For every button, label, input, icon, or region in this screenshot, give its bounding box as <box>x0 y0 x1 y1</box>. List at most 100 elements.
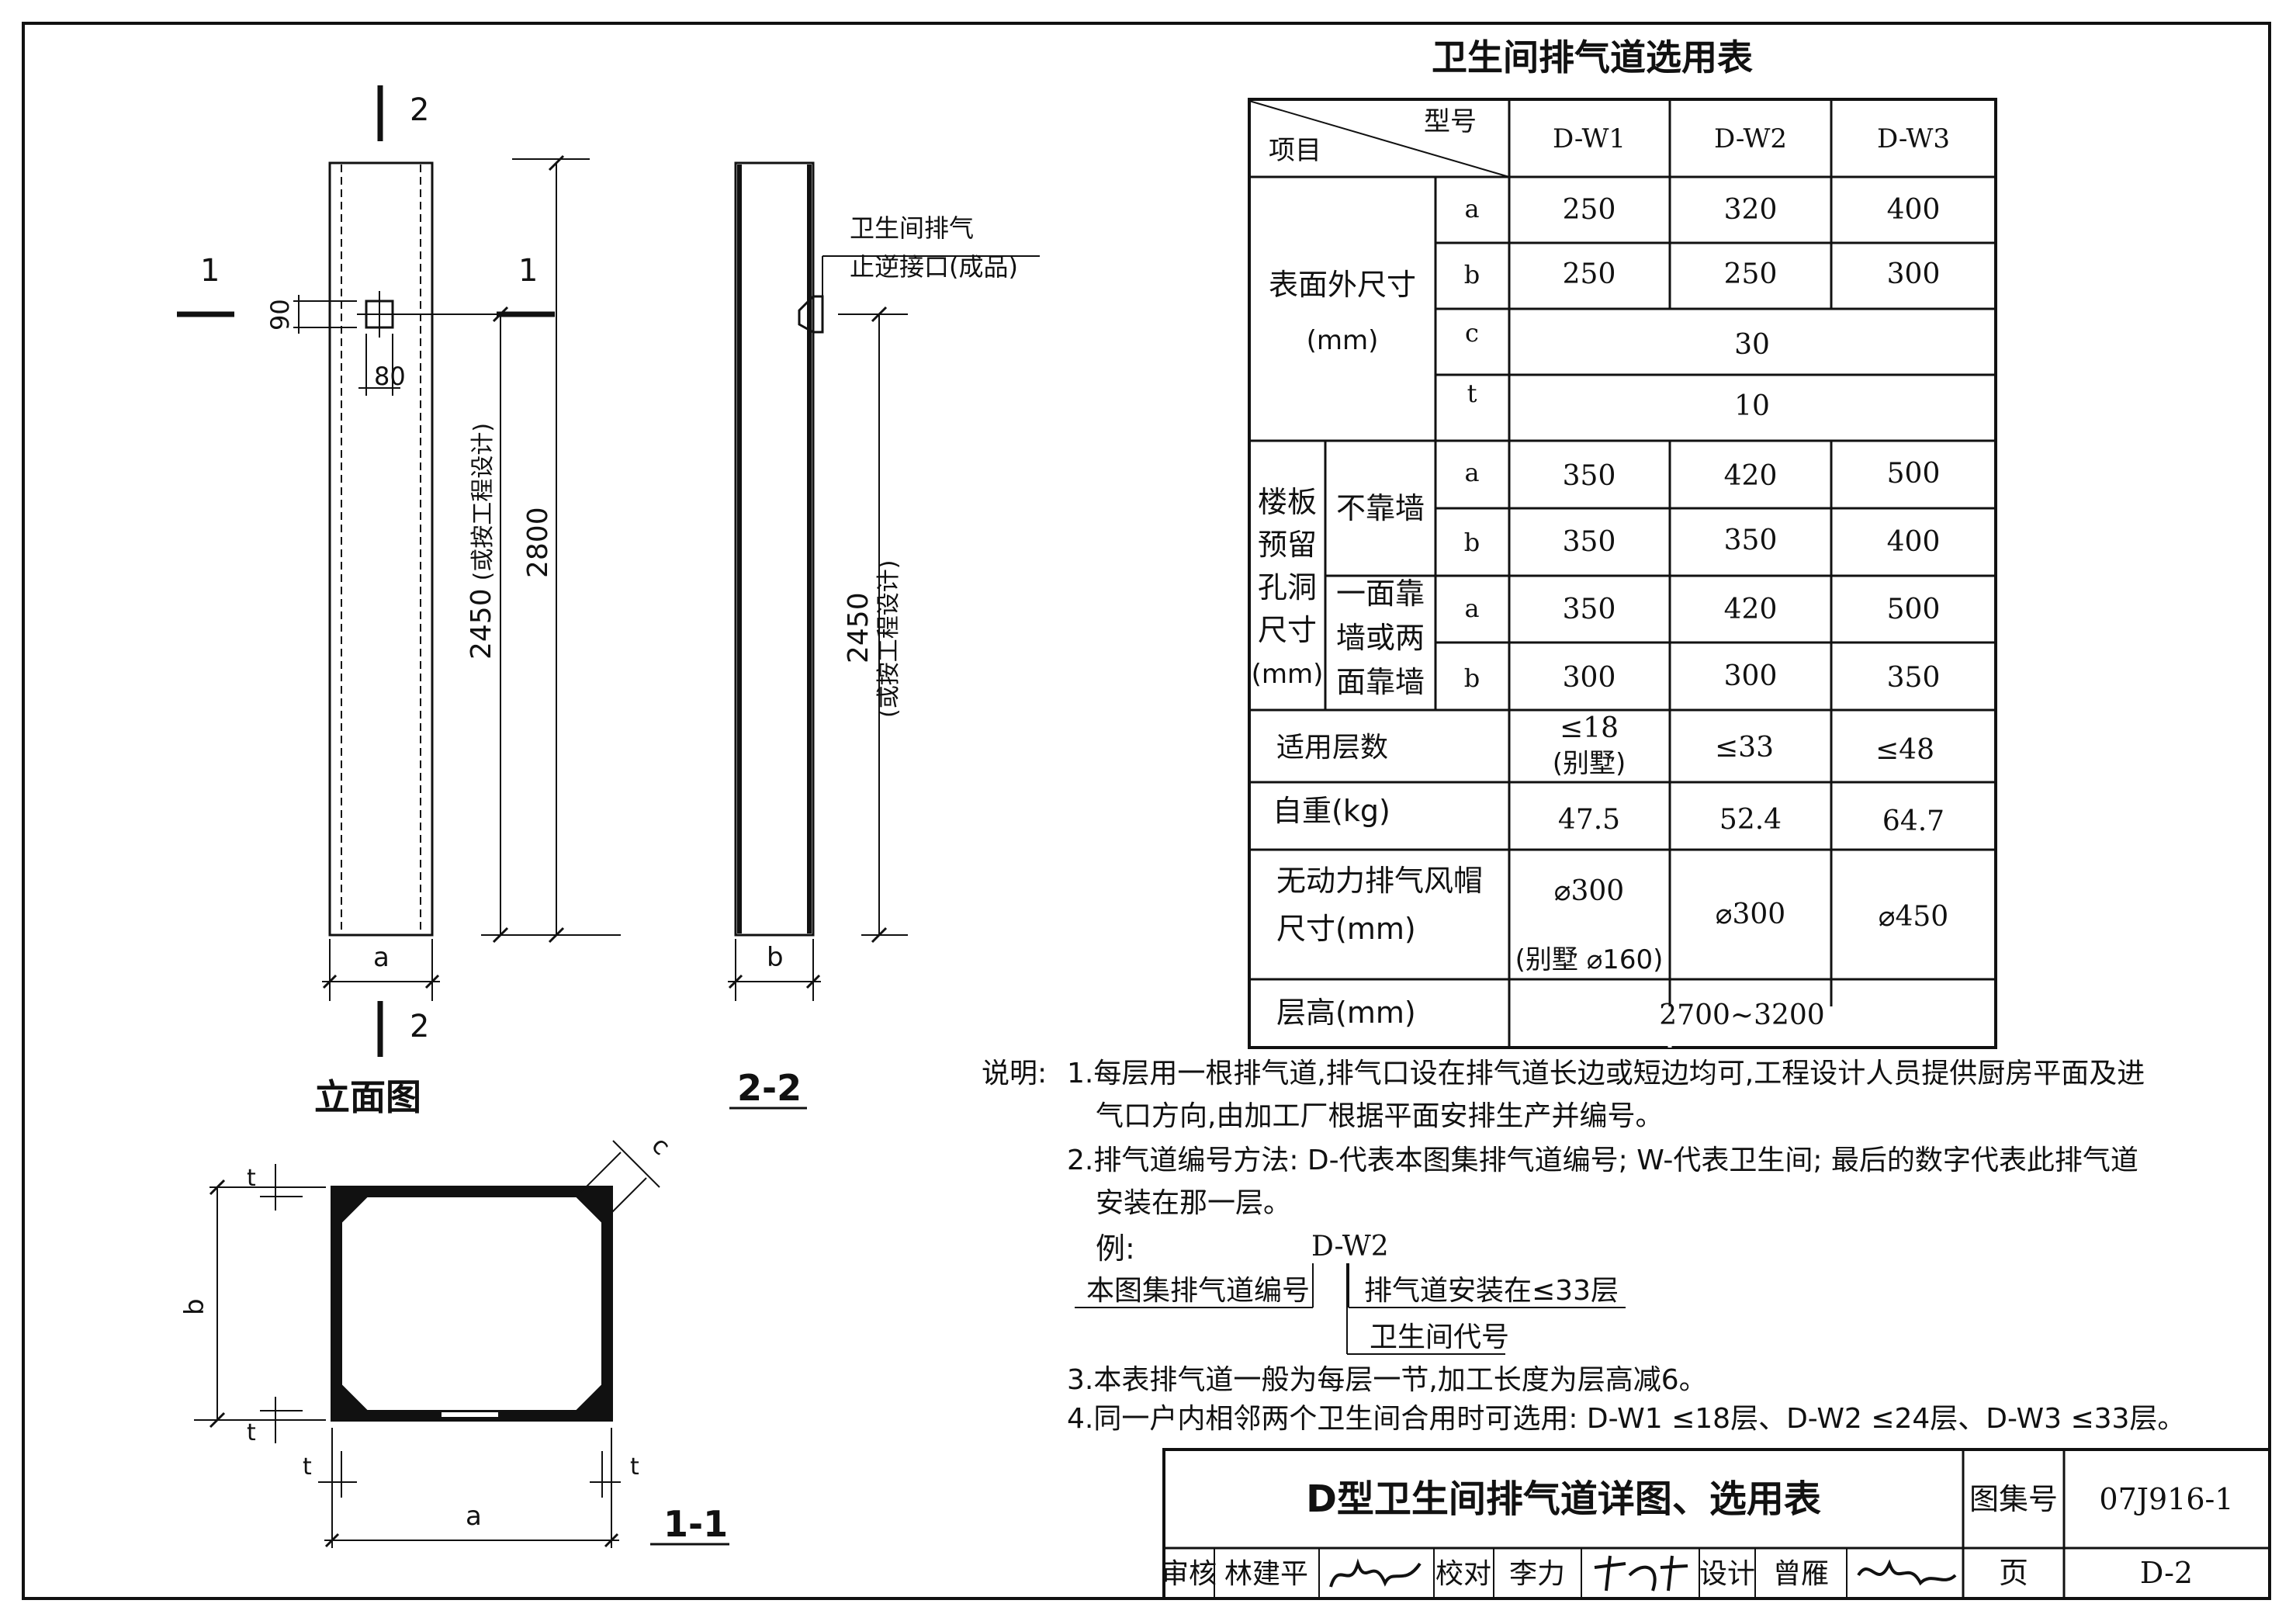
table-outer-a-3: 400 <box>1887 194 1941 226</box>
title-designer: 曾雁 <box>1773 1558 1829 1590</box>
notes-1b: 气口方向,由加工厂根据平面安排生产并编号。 <box>1096 1100 1663 1132</box>
section-mark-2-bottom-label: 2 <box>410 1009 429 1044</box>
section-11-dim-t-left: t <box>303 1453 312 1481</box>
table-hole-key-1: a <box>1464 458 1479 487</box>
title-atlas-no: 07J916-1 <box>2099 1482 2233 1516</box>
notes-heading: 说明: <box>982 1058 1047 1089</box>
section-mark-2-top-label: 2 <box>410 92 429 128</box>
table-outer-size-label-2: (mm) <box>1307 325 1379 356</box>
table-hole-3-1: 350 <box>1563 594 1616 625</box>
checker-signature <box>1594 1555 1688 1592</box>
elevation-duct-outline <box>328 161 434 937</box>
table-hole-label-3: 孔洞 <box>1258 570 1317 604</box>
title-page-no: D-2 <box>2140 1556 2193 1590</box>
table-wall-label-2: 墙或两 <box>1336 621 1425 655</box>
table-weight-1: 47.5 <box>1558 804 1620 836</box>
section-22-inlet-label-2: 止逆接口(成品) <box>850 252 1018 282</box>
table-hole-label-1: 楼板 <box>1258 485 1317 519</box>
section-mark-1-left-label: 1 <box>200 253 220 289</box>
section-22-inlet-label-1: 卫生间排气 <box>850 213 974 243</box>
table-hole-4-2: 300 <box>1724 660 1778 692</box>
table-hole-4-3: 350 <box>1887 662 1941 694</box>
section-11-dim-t-bottom: t <box>247 1419 256 1446</box>
table-cap-2: ⌀300 <box>1716 899 1785 930</box>
table-floors-label: 适用层数 <box>1276 732 1388 764</box>
table-weight-3: 64.7 <box>1882 805 1945 837</box>
notes-example-brackets <box>1075 1263 1626 1355</box>
table-hole-label-4: 尺寸 <box>1258 613 1317 647</box>
section-11-wall <box>331 1186 612 1421</box>
table-hole-2-3: 400 <box>1887 526 1941 558</box>
notes-example-d: 本图集排气道编号 <box>1086 1275 1310 1307</box>
section-22-dim-2450: 2450 <box>843 592 874 663</box>
section-22-dim-b: b <box>767 942 784 973</box>
section-mark-1-right-label: 1 <box>518 253 538 289</box>
notes-example-w: 卫生间代号 <box>1370 1321 1509 1353</box>
table-model-3: D-W3 <box>1877 123 1950 154</box>
elevation-dim-2450: 2450(或按工程设计) <box>466 423 497 660</box>
table-model-1: D-W1 <box>1553 123 1626 154</box>
table-hole-label-5: (mm) <box>1252 659 1324 690</box>
table-floors-1: ≤18 <box>1560 712 1619 744</box>
section-22-dim-2450-note: (或按工程设计) <box>875 560 902 718</box>
table-outer-size-label-1: 表面外尺寸 <box>1269 268 1416 302</box>
table-hole-key-2: b <box>1464 528 1480 557</box>
title-page-label: 页 <box>1999 1556 2028 1590</box>
table-grid <box>1248 98 1997 1049</box>
table-cap-label-2: 尺寸(mm) <box>1276 912 1416 946</box>
table-floors-2: ≤33 <box>1715 732 1774 764</box>
title-design-label: 设计 <box>1699 1558 1755 1590</box>
table-hole-key-4: b <box>1464 663 1480 693</box>
notes-example-label: 例: <box>1096 1231 1135 1266</box>
table-cap-3: ⌀450 <box>1879 901 1948 933</box>
table-outer-a-1: 250 <box>1563 194 1616 226</box>
table-cap-note: (别墅 ⌀160) <box>1515 944 1664 975</box>
table-hole-2-1: 350 <box>1563 526 1616 558</box>
table-outer-b-1: 250 <box>1563 258 1616 290</box>
section-11-inlet-gap <box>440 1411 500 1418</box>
table-hole-4-1: 300 <box>1563 662 1616 694</box>
elevation-title: 立面图 <box>314 1076 421 1118</box>
table-not-wall-label: 不靠墙 <box>1336 491 1425 525</box>
title-checker: 李力 <box>1509 1558 1565 1590</box>
elevation-dim-2800: 2800 <box>522 507 554 578</box>
table-hole-3-2: 420 <box>1724 594 1778 625</box>
section-22-duct <box>734 161 815 937</box>
table-outer-c: 30 <box>1734 329 1770 361</box>
table-hole-1-3: 500 <box>1887 458 1941 490</box>
table-hole-1-1: 350 <box>1563 460 1616 492</box>
section-11-dim-c: c <box>646 1131 676 1161</box>
table-height-value: 2700~3200 <box>1659 999 1824 1031</box>
notes-4: 4.同一户内相邻两个卫生间合用时可选用: D-W1 ≤18层、D-W2 ≤24层… <box>1067 1403 2185 1435</box>
table-outer-key-a: a <box>1464 194 1479 223</box>
table-floors-3: ≤48 <box>1875 734 1934 766</box>
table-title: 卫生间排气道选用表 <box>1432 36 1753 78</box>
section-22-view <box>728 161 1040 1110</box>
notes-example-code: D-W2 <box>1311 1231 1389 1263</box>
section-11-dim-b: b <box>179 1298 210 1315</box>
sheet-border <box>22 22 2271 1600</box>
table-cap-label-1: 无动力排气风帽 <box>1276 864 1483 898</box>
reviewer-signature <box>1329 1558 1422 1588</box>
table-outer-key-c: c <box>1465 318 1479 348</box>
title-atlas-label: 图集号 <box>1969 1482 2058 1516</box>
elevation-dim-90: 90 <box>265 299 295 331</box>
table-wall-label-1: 一面靠 <box>1336 577 1425 611</box>
section-11-view <box>194 1140 729 1548</box>
table-hole-3-3: 500 <box>1887 594 1941 625</box>
table-outer-b-3: 300 <box>1887 258 1941 290</box>
notes-2b: 安装在那一层。 <box>1096 1187 1291 1219</box>
title-block <box>1162 1448 2271 1600</box>
section-22-inlet-fitting <box>798 295 824 334</box>
section-11-dim-a: a <box>466 1501 482 1532</box>
section-11-outer <box>331 1186 613 1422</box>
table-floors-note: (别墅) <box>1553 748 1626 779</box>
notes-1a: 1.每层用一根排气道,排气口设在排气道长边或短边均可,工程设计人员提供厨房平面及… <box>1067 1058 2145 1089</box>
table-model-2: D-W2 <box>1714 123 1787 154</box>
table-hole-label-2: 预留 <box>1258 528 1317 562</box>
table-hole-1-2: 420 <box>1724 460 1778 492</box>
designer-signature <box>1857 1559 1957 1586</box>
table-outer-key-b: b <box>1464 260 1480 289</box>
elevation-dim-80: 80 <box>374 362 406 391</box>
